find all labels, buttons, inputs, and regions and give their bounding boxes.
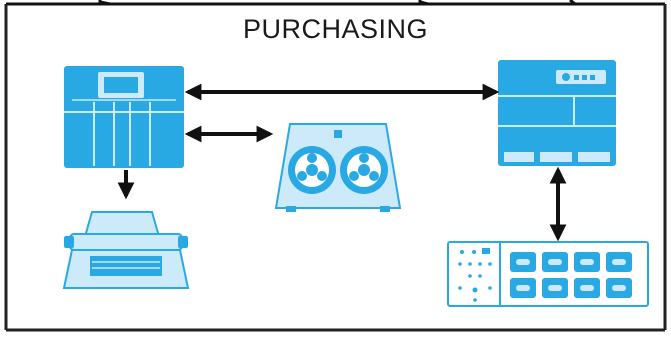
diagram-title: PURCHASING <box>242 14 429 44</box>
computer-terminal-icon <box>498 60 616 166</box>
keypad-panel-icon <box>447 241 649 307</box>
mainframe-computer-icon <box>64 66 184 168</box>
magnetic-tape-drive-icon <box>274 123 402 212</box>
diagram-frame <box>4 0 667 332</box>
connection-arrows <box>117 83 567 242</box>
printer-icon <box>62 211 190 289</box>
